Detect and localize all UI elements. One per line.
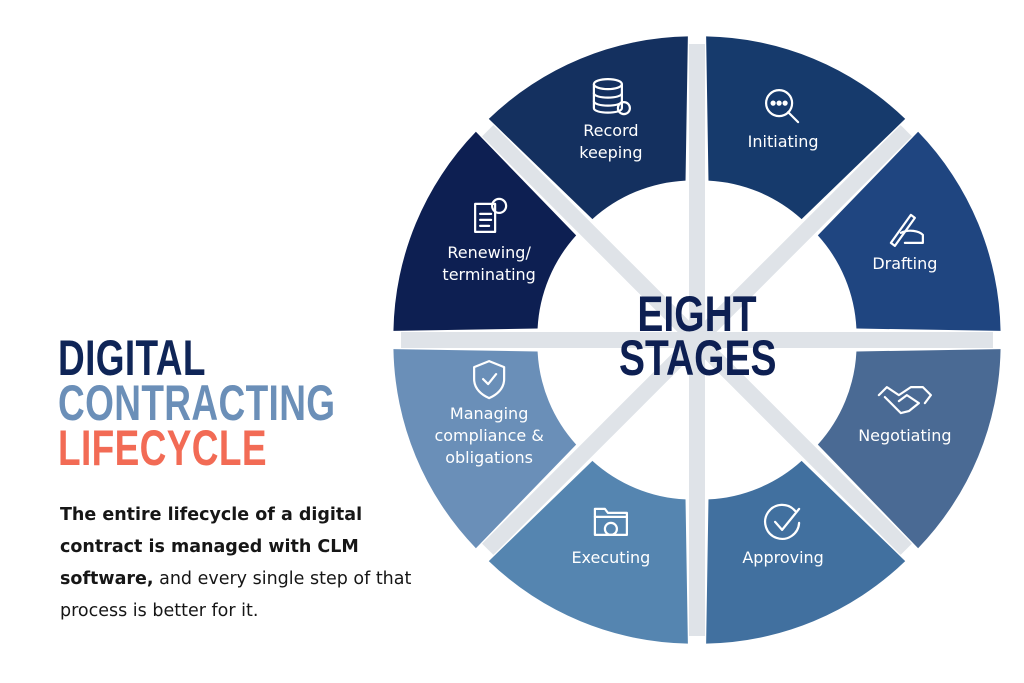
center-title: EIGHT STAGES <box>597 286 797 386</box>
stage-label: Approving <box>742 547 824 567</box>
database-refresh-icon <box>592 78 631 116</box>
center-line-1: EIGHT <box>637 286 757 342</box>
stage-segment <box>488 460 688 644</box>
handshake-icon <box>877 386 932 415</box>
heading-line-digital: DIGITAL <box>58 330 206 386</box>
stage-label: Managing compliance & obligations <box>434 404 544 468</box>
description-regular: and every single step of that process is… <box>60 569 412 621</box>
center-line-2: STAGES <box>619 330 777 386</box>
search-dots-icon <box>765 89 800 124</box>
hand-writing-icon <box>889 213 924 247</box>
stage-segment <box>393 349 577 549</box>
stage-segment <box>488 36 688 220</box>
stage-label: Negotiating <box>858 426 952 446</box>
stage-label: Record keeping <box>579 121 643 163</box>
document-question-icon <box>474 197 508 233</box>
stage-segment <box>706 460 906 644</box>
description-bold: The entire lifecycle of a digital contra… <box>60 505 363 589</box>
description: The entire lifecycle of a digital contra… <box>60 499 420 627</box>
stage-label: Executing <box>571 547 651 567</box>
stage-segment <box>706 36 906 220</box>
check-circle-icon <box>764 503 801 540</box>
stage-segment <box>817 349 1001 549</box>
heading: DIGITAL CONTRACTING LIFECYCLE <box>58 330 433 476</box>
folder-gear-icon <box>593 507 628 536</box>
stage-label: Renewing/ terminating <box>442 242 536 284</box>
heading-line-lifecycle: LIFECYCLE <box>58 420 267 476</box>
shield-check-icon <box>473 360 506 400</box>
heading-line-contracting: CONTRACTING <box>58 375 336 431</box>
gap-band <box>482 125 912 555</box>
stage-label: Drafting <box>872 253 938 273</box>
stage-label: Initiating <box>747 132 819 152</box>
